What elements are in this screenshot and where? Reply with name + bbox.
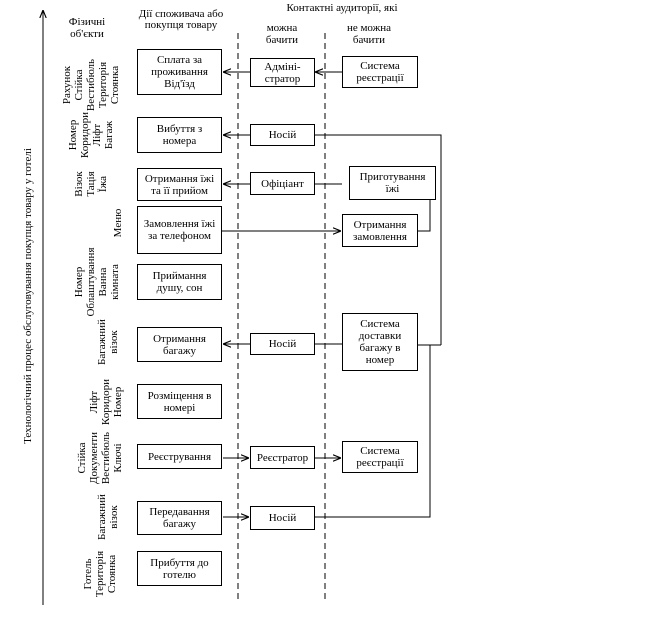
action-receive-luggage: Отримання багажу xyxy=(137,327,222,362)
physical-objects-row-8: Стійка Документи Вестибюль Ключі xyxy=(75,418,125,498)
support-luggage-delivery: Система доставки багажу в номер xyxy=(342,313,418,371)
object-label: Вестибюль xyxy=(100,431,112,485)
object-label: Їжа xyxy=(97,175,109,193)
object-label: Ванна xyxy=(97,267,109,297)
object-label: Документи xyxy=(88,432,100,484)
object-label: Стійка xyxy=(76,442,88,474)
contact-porter-1: Носій xyxy=(250,124,315,146)
contact-porter-3: Носій xyxy=(250,506,315,530)
object-label: Коридори xyxy=(79,111,91,159)
object-label: Багажний xyxy=(96,494,108,540)
object-label: візок xyxy=(108,505,120,529)
object-label: Номер xyxy=(67,119,79,151)
support-order-reception: Отримання замовлення xyxy=(342,214,418,247)
object-label: Візок xyxy=(73,171,85,197)
header-invisible: не можна бачити xyxy=(346,22,392,46)
action-order-food: Замовлення їжі за телефоном xyxy=(137,206,222,254)
physical-objects-row-4: Меню xyxy=(111,206,125,240)
object-label: Номер xyxy=(73,266,85,298)
process-axis-label: Технологічний процес обслуговування поку… xyxy=(22,148,34,444)
object-label: Багаж xyxy=(103,120,115,150)
physical-objects-row-3: Візок Тація Їжа xyxy=(72,164,110,204)
object-label: Багажний xyxy=(96,319,108,365)
object-label: візок xyxy=(108,330,120,354)
object-label: кімната xyxy=(109,264,121,300)
object-label: Ліфт xyxy=(91,123,103,147)
object-label: Стоянка xyxy=(106,554,118,594)
action-shower-sleep: Приймання душу, сон xyxy=(137,264,222,300)
link-delivery-to-porter-top xyxy=(315,134,442,345)
support-food-preparation: Приготування їжі xyxy=(349,166,436,200)
object-label: Облаштування xyxy=(85,247,97,317)
header-consumer-actions: Дії споживача або покупця товару xyxy=(138,8,224,31)
physical-objects-row-5: Номер Облаштування Ванна кімната xyxy=(72,242,122,322)
support-registration-system-1: Система реєстрації xyxy=(342,56,418,88)
action-registration: Реєстрування xyxy=(137,444,222,469)
action-receive-food: Отримання їжі та її прийом xyxy=(137,168,222,201)
header-contact-audience: Контактні аудиторії, які xyxy=(286,2,398,14)
object-label: Готель xyxy=(82,558,94,590)
action-arrival: Прибуття до готелю xyxy=(137,551,222,586)
physical-objects-row-6: Багажний візок xyxy=(95,315,121,369)
header-physical-objects: Фізичні об'єкти xyxy=(68,16,106,40)
action-accommodation: Розміщення в номері xyxy=(137,384,222,419)
link-porter-to-delivery xyxy=(315,345,431,518)
header-visible: можна бачити xyxy=(265,22,299,46)
physical-objects-row-9: Багажний візок xyxy=(95,490,121,544)
object-label: Меню xyxy=(112,208,124,238)
action-checkout: Вибуття з номера xyxy=(137,117,222,153)
action-payment-departure: Сплата за проживання Від'їзд xyxy=(137,49,222,95)
object-label: Ключі xyxy=(112,443,124,473)
object-label: Територія xyxy=(94,550,106,598)
physical-objects-row-10: Готель Територія Стоянка xyxy=(81,542,119,606)
contact-waiter: Офіціант xyxy=(250,172,315,195)
contact-registrar: Реєстратор xyxy=(250,446,315,469)
contact-administrator: Адміні-стратор xyxy=(250,58,315,87)
contact-porter-2: Носій xyxy=(250,333,315,355)
physical-objects-row-2: Номер Коридори Ліфт Багаж xyxy=(66,104,116,166)
action-luggage-handover: Передавання багажу xyxy=(137,501,222,535)
support-registration-system-2: Система реєстрації xyxy=(342,441,418,473)
object-label: Тація xyxy=(85,171,97,197)
